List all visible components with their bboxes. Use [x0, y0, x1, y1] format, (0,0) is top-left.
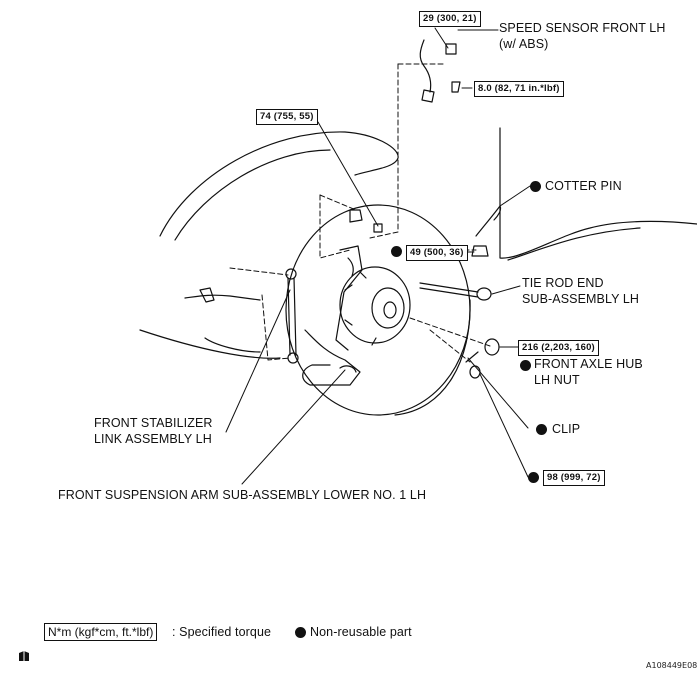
- label-tie-rod-line2: SUB-ASSEMBLY LH: [522, 292, 640, 306]
- legend-nonreusable-icon: [295, 627, 306, 638]
- body-lower-line: [139, 329, 281, 359]
- stabilizer-link-top: [285, 268, 297, 280]
- leader-clip: [467, 357, 529, 429]
- leader-98: [479, 373, 529, 478]
- nonreusable-marker-clip: [536, 424, 547, 435]
- legend-unit-desc: : Specified torque: [172, 625, 272, 639]
- knuckle-detail: [347, 257, 354, 277]
- nonreusable-marker-49: [391, 246, 402, 257]
- tie-rod-shaft-2: [419, 287, 479, 298]
- label-tie-rod-line1: TIE ROD END: [522, 276, 604, 290]
- leader-stabilizer: [225, 289, 291, 433]
- hub-inner: [371, 287, 405, 329]
- torque-216: 216 (2,203, 160): [518, 340, 599, 356]
- axle-hub-nut: [484, 338, 500, 356]
- sensor-bolt: [445, 43, 457, 55]
- label-suspension-arm: FRONT SUSPENSION ARM SUB-ASSEMBLY LOWER …: [58, 488, 427, 502]
- dash-hub: [409, 317, 491, 347]
- label-speed-sensor-line2: (w/ ABS): [499, 37, 549, 51]
- leader-arm: [241, 369, 346, 485]
- strut-bracket: [349, 209, 363, 223]
- stabilizer-link: [287, 277, 297, 356]
- label-stabilizer-line2: LINK ASSEMBLY LH: [94, 432, 212, 446]
- dash-sensor: [369, 63, 399, 239]
- body-right-line-2: [507, 227, 641, 261]
- nonreusable-marker-cotter: [530, 181, 541, 192]
- tie-rod-shaft: [419, 282, 479, 293]
- stabilizer-bracket: [199, 287, 215, 303]
- lower-arm-bushing: [339, 365, 357, 373]
- nonreusable-marker-98: [528, 472, 539, 483]
- stabilizer-bar: [184, 294, 261, 301]
- body-side-line: [204, 337, 261, 353]
- fender-outline: [159, 131, 399, 237]
- speed-sensor-head: [421, 89, 435, 103]
- dash-strut: [319, 194, 351, 259]
- ball-joint-nut: [469, 365, 481, 379]
- speed-sensor-wire: [419, 39, 432, 93]
- dash-link: [229, 267, 289, 276]
- leader-cotter: [499, 185, 531, 207]
- tie-rod-ball: [476, 287, 492, 301]
- disc-rotor-rim: [394, 299, 471, 416]
- label-hub-nut-line2: LH NUT: [534, 373, 580, 387]
- label-hub-nut-line1: FRONT AXLE HUB: [534, 357, 643, 371]
- label-speed-sensor-line1: SPEED SENSOR FRONT LH: [499, 21, 666, 35]
- leader-74: [317, 121, 379, 227]
- castle-nut: [471, 245, 489, 257]
- leader-tie-rod: [491, 285, 521, 295]
- torque-98: 98 (999, 72): [543, 470, 605, 486]
- sensor-clamp-bolt: [451, 81, 461, 93]
- dash-link-2: [261, 294, 291, 361]
- hub-flange: [339, 266, 411, 344]
- label-clip: CLIP: [552, 422, 581, 436]
- label-cotter-pin: COTTER PIN: [545, 179, 622, 193]
- label-stabilizer-line1: FRONT STABILIZER: [94, 416, 213, 430]
- torque-74: 74 (755, 55): [256, 109, 318, 125]
- dash-strut-2: [319, 194, 357, 211]
- body-right-line: [499, 127, 697, 259]
- fender-inner-outline: [174, 149, 331, 241]
- steering-knuckle: [335, 245, 363, 351]
- legend-unit-box: N*m (kgf*cm, ft.*lbf): [44, 623, 158, 641]
- leader-29: [434, 27, 449, 49]
- strut-bolt: [373, 223, 383, 233]
- torque-8: 8.0 (82, 71 in.*lbf): [474, 81, 564, 97]
- torque-49: 49 (500, 36): [406, 245, 468, 261]
- figure-code: A108449E08: [646, 661, 697, 670]
- legend-nonreusable: Non-reusable part: [310, 625, 412, 639]
- nonreusable-marker-hub-nut: [520, 360, 531, 371]
- book-corner-icon: [19, 651, 29, 661]
- cotter-pin-shape: [475, 205, 502, 237]
- hub-bolt-ring: [344, 271, 377, 346]
- dash-clip: [429, 329, 471, 363]
- hub-center: [383, 301, 397, 319]
- lower-arm: [302, 329, 361, 386]
- torque-29: 29 (300, 21): [419, 11, 481, 27]
